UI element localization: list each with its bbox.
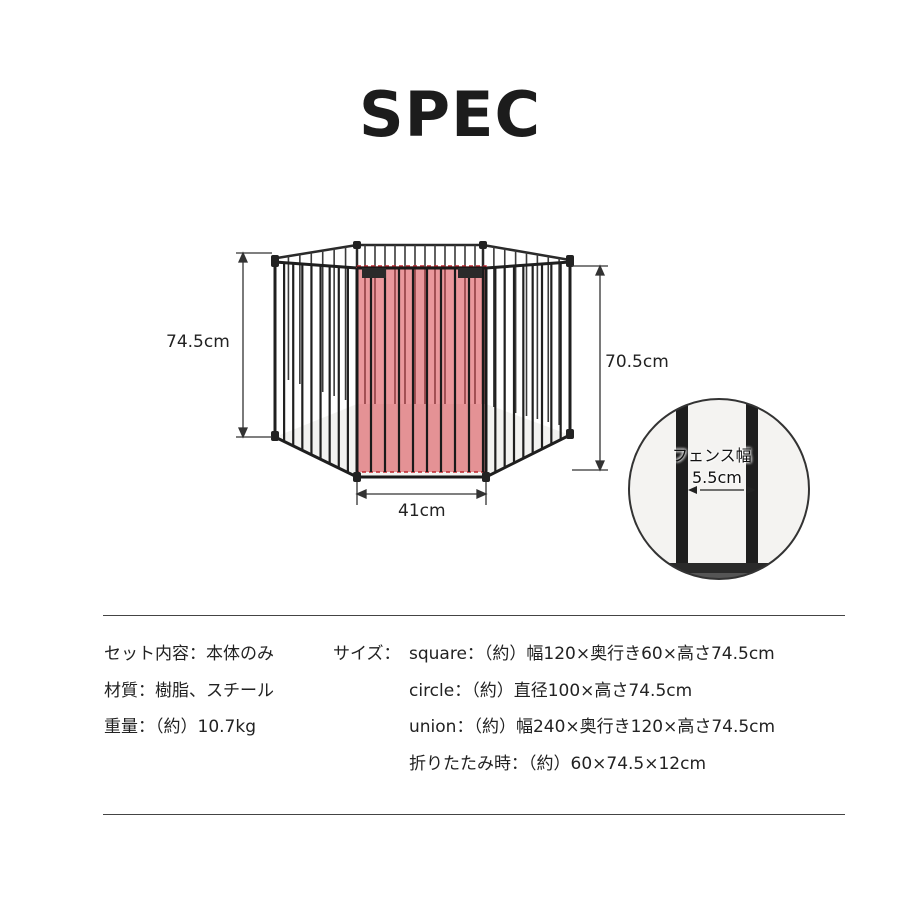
fence-width-value: 5.5cm	[692, 468, 742, 487]
door-latch-right	[458, 268, 482, 278]
spec-size-label: サイズ：	[333, 644, 401, 664]
divider-bottom	[103, 814, 845, 815]
spec-size-circle: circle：（約）直径100×高さ74.5cm	[409, 680, 693, 701]
width-dimension	[355, 482, 488, 505]
zoom-inset	[629, 399, 809, 579]
spec-basic-info: セット内容：本体のみ 材質：樹脂、スチール 重量：（約）10.7kg	[104, 636, 274, 746]
height-left-label: 74.5cm	[166, 332, 230, 352]
right-panel	[485, 260, 572, 479]
left-panel	[273, 260, 358, 479]
height-right-label: 70.5cm	[605, 352, 669, 372]
height-right-dimension	[572, 264, 608, 472]
spec-size-heading: サイズ：	[333, 636, 401, 673]
door-latch-left	[362, 268, 386, 278]
height-left-dimension	[236, 251, 272, 439]
fence-width-label: フェンス幅	[672, 446, 752, 465]
spec-size-square: square：（約）幅120×奥行き60×高さ74.5cm	[409, 644, 775, 664]
spec-size-list: square：（約）幅120×奥行き60×高さ74.5cm circle：（約）…	[409, 636, 775, 782]
door-bars	[369, 268, 485, 472]
spec-size-union: union：（約）幅240×奥行き120×高さ74.5cm	[409, 717, 776, 737]
spec-weight: 重量：（約）10.7kg	[104, 717, 256, 737]
page-title: SPEC	[359, 78, 541, 151]
fence-diagram	[236, 241, 810, 580]
spec-set-contents: セット内容：本体のみ	[104, 644, 274, 664]
right-bars	[494, 262, 562, 473]
spec-size-folded: 折りたたみ時：（約）60×74.5×12cm	[409, 753, 707, 774]
divider-top	[103, 615, 845, 616]
zoom-inset-border	[628, 398, 810, 580]
door-highlight	[356, 265, 487, 473]
door-width-label: 41cm	[398, 501, 446, 521]
left-bars	[283, 262, 349, 473]
spec-material: 材質：樹脂、スチール	[104, 680, 274, 701]
corner-joints	[271, 241, 574, 482]
